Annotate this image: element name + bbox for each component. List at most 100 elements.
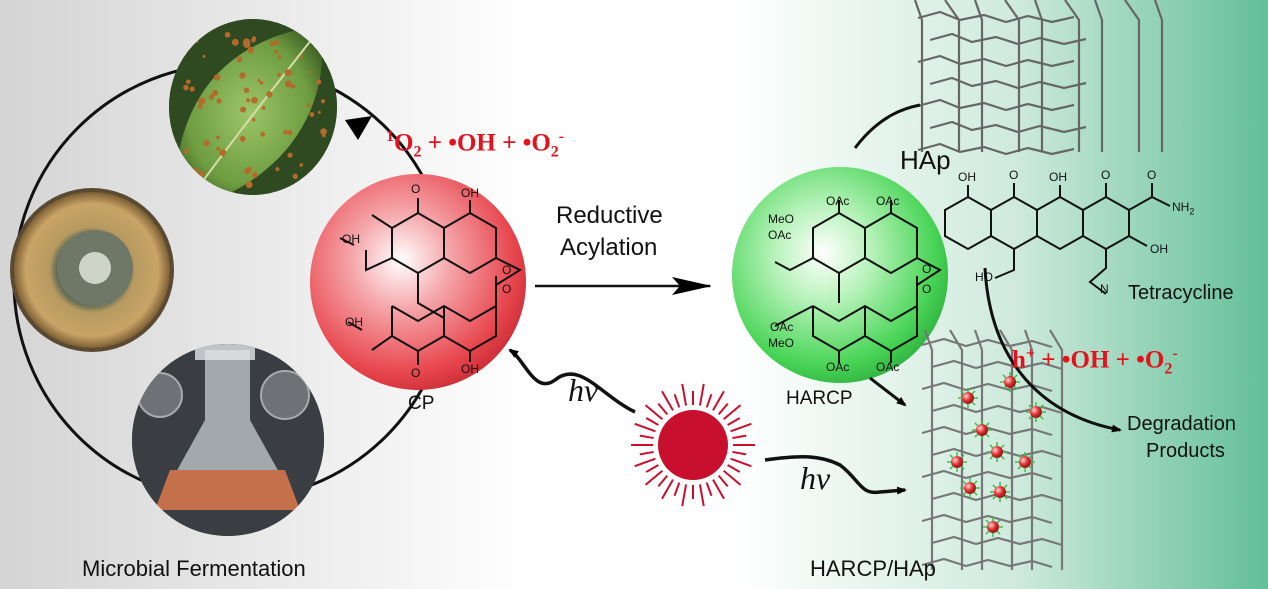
leaf-spot bbox=[251, 172, 258, 179]
fiber-strand bbox=[973, 0, 984, 152]
cp-oh-top: OH bbox=[461, 186, 479, 200]
particle-spike bbox=[1039, 415, 1044, 420]
particle-spike bbox=[1028, 415, 1033, 420]
harcp-meo-bottom: MeO bbox=[768, 336, 795, 350]
harcp-meo-top: MeO bbox=[768, 212, 795, 226]
particle-spike bbox=[960, 390, 965, 395]
harcp-oac5: OAc bbox=[826, 360, 850, 374]
leaf-spot bbox=[283, 130, 288, 135]
leaf-spot bbox=[216, 98, 222, 104]
harcp-oac6: OAc bbox=[876, 360, 900, 374]
leaf-spot bbox=[309, 112, 315, 117]
leaf-spot bbox=[290, 84, 296, 89]
fiber-link bbox=[929, 32, 1087, 46]
fiber-link bbox=[921, 557, 1053, 569]
particle-spike bbox=[973, 480, 978, 485]
sun-ray bbox=[722, 404, 742, 421]
ros-top-singlet: 1 bbox=[386, 128, 394, 145]
particle-spike bbox=[1017, 454, 1022, 459]
leaf-spot bbox=[299, 55, 303, 59]
leaf-spot bbox=[183, 84, 189, 91]
sun-ray bbox=[730, 422, 752, 433]
cp-o-top: O bbox=[411, 182, 421, 196]
leaf-spot bbox=[186, 79, 191, 85]
fiber-strand bbox=[1064, 0, 1081, 152]
fiber-link bbox=[931, 535, 1063, 547]
particle-spike bbox=[985, 422, 990, 427]
ros-right-sub2: 2 bbox=[1164, 360, 1173, 378]
sun-icon bbox=[631, 383, 755, 507]
sun-ray bbox=[705, 482, 713, 497]
leaf-spot bbox=[286, 129, 293, 136]
leaf-spot bbox=[239, 72, 246, 79]
fiber-link bbox=[917, 10, 1075, 24]
particle-spike bbox=[1039, 404, 1044, 409]
particle-spike bbox=[985, 519, 990, 524]
leaf-spot bbox=[247, 46, 254, 54]
leaf-spot bbox=[183, 148, 189, 154]
particle-spike bbox=[960, 465, 965, 470]
fiber-strand bbox=[973, 329, 984, 570]
sun-ray bbox=[698, 383, 705, 406]
particle-spike bbox=[974, 422, 979, 427]
leaf-spot bbox=[236, 56, 243, 63]
leaf-spot bbox=[251, 117, 256, 122]
leaf-spot bbox=[320, 99, 325, 104]
leaf-spot bbox=[308, 70, 313, 74]
harcp-particles bbox=[947, 372, 1046, 537]
particle-spike bbox=[985, 530, 990, 535]
sun-ray bbox=[681, 383, 688, 406]
harcp-particle bbox=[962, 392, 974, 404]
tc-o1: O bbox=[1009, 168, 1019, 182]
fiber-strand bbox=[1124, 0, 1141, 152]
cp-structure bbox=[339, 198, 523, 365]
leaf-spot bbox=[251, 96, 258, 104]
leaf-spot bbox=[216, 147, 220, 151]
particle-spike bbox=[1013, 385, 1018, 390]
sun-ray bbox=[644, 469, 664, 486]
leaf-spot bbox=[239, 136, 246, 142]
leaf-spot bbox=[257, 78, 261, 82]
particle-spike bbox=[989, 455, 994, 460]
leaf-spot bbox=[219, 149, 227, 157]
leaf-spot bbox=[198, 97, 206, 105]
tc-nh: NH bbox=[1172, 200, 1190, 214]
leaf-spot bbox=[208, 94, 215, 100]
hap-fibers-bottom bbox=[921, 329, 1064, 570]
leaf-spot bbox=[284, 69, 292, 77]
leaf-spot bbox=[259, 81, 264, 85]
leaf-spot bbox=[242, 38, 251, 46]
fiber-strand bbox=[1004, 0, 1021, 152]
particle-spike bbox=[985, 433, 990, 438]
leaf-spot bbox=[320, 128, 327, 135]
particle-spike bbox=[1000, 444, 1005, 449]
particle-spike bbox=[992, 495, 997, 500]
harcp-particle bbox=[951, 456, 963, 468]
sun-ray bbox=[727, 464, 741, 473]
particle-spike bbox=[989, 444, 994, 449]
ros-right-mid: + •OH + •O bbox=[1035, 346, 1165, 374]
ros-top-sub2a: 2 bbox=[413, 143, 422, 161]
fiber-link bbox=[917, 142, 1075, 156]
particle-spike bbox=[949, 465, 954, 470]
label-tetracycline: Tetracycline bbox=[1128, 282, 1234, 304]
tc-oh3: OH bbox=[1150, 242, 1168, 256]
leaf-spot bbox=[274, 49, 279, 54]
ros-top: 1O2 + •OH + •O2- bbox=[386, 128, 564, 161]
fiber-link bbox=[917, 54, 1075, 68]
harcp-particle bbox=[1030, 406, 1042, 418]
label-reductive: Reductive bbox=[556, 202, 663, 229]
sun-ray bbox=[732, 450, 747, 456]
leaf-spot bbox=[202, 54, 206, 58]
sun-ray bbox=[712, 390, 725, 411]
leaf-photo bbox=[169, 19, 337, 195]
sun-ray bbox=[681, 484, 688, 507]
particle-spike bbox=[962, 480, 967, 485]
sun-ray bbox=[657, 474, 669, 488]
fiber-link bbox=[921, 337, 1053, 349]
particle-spike bbox=[960, 401, 965, 406]
tc-oh1: OH bbox=[958, 170, 976, 184]
arc-degradation bbox=[983, 267, 1122, 433]
sun-ray bbox=[730, 457, 752, 468]
harcp-particle bbox=[1019, 456, 1031, 468]
